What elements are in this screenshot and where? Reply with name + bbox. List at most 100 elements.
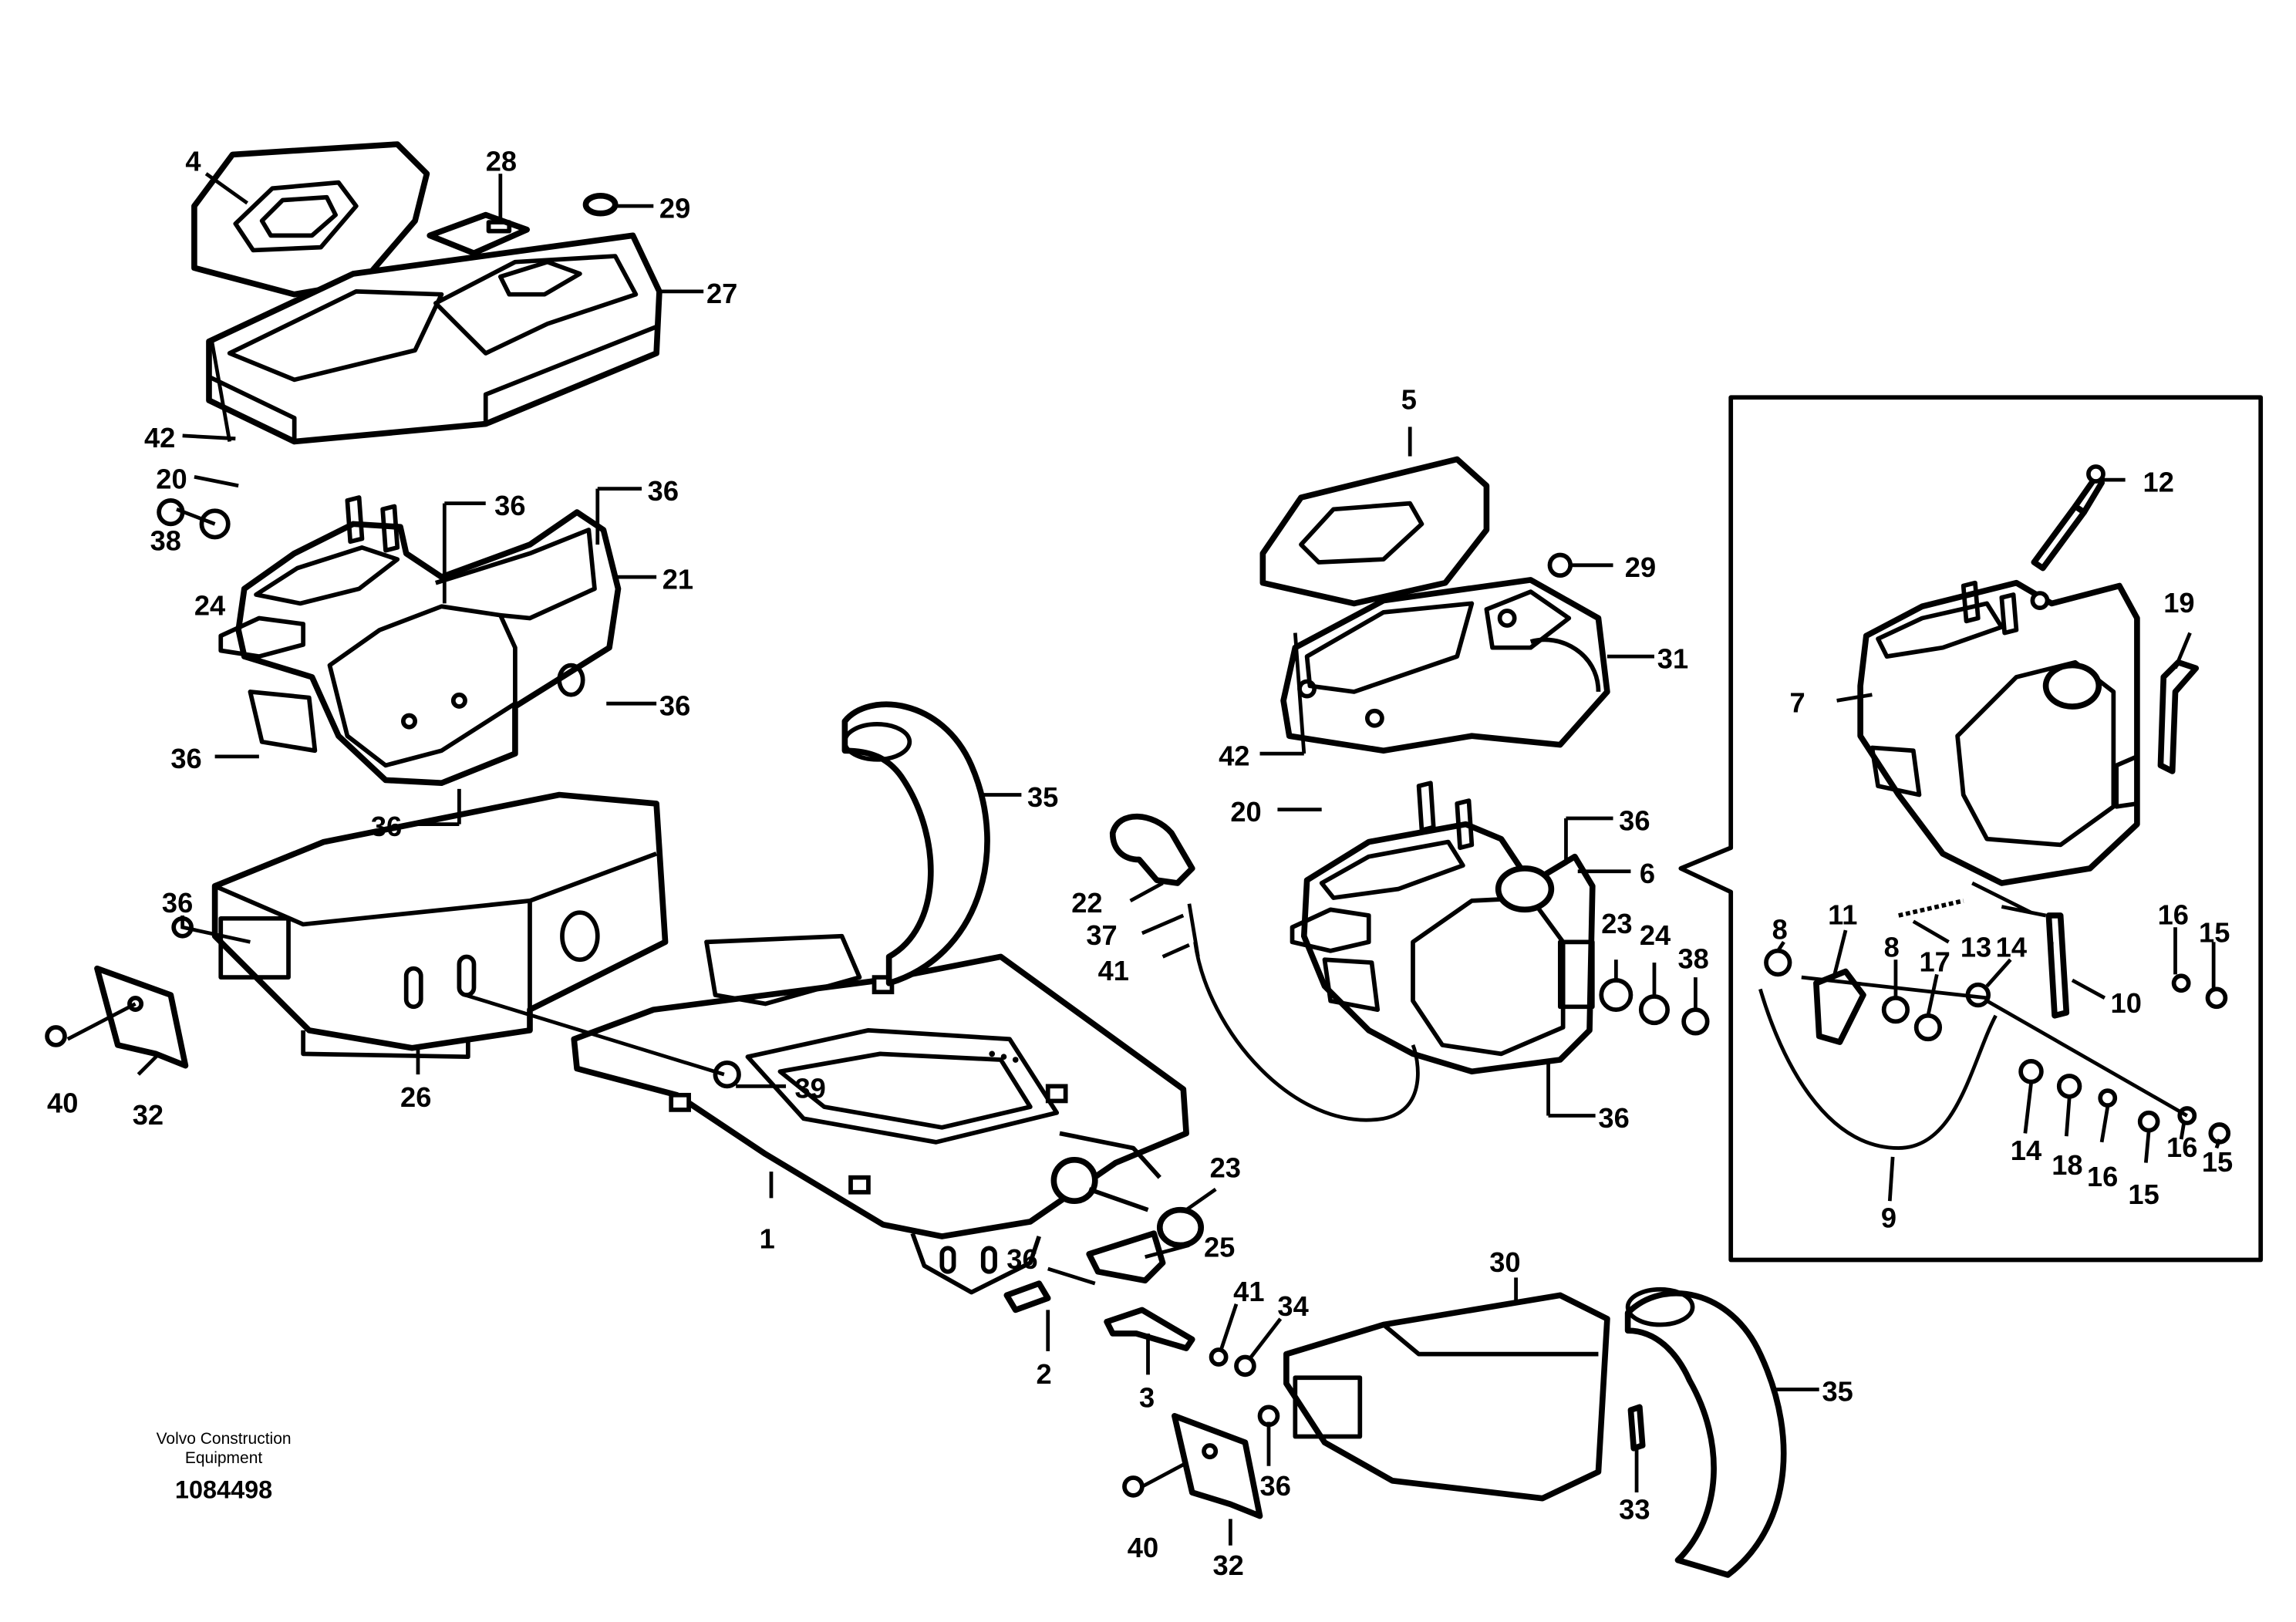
callout-18: 18 (2052, 1149, 2082, 1181)
callout-7: 7 (1790, 687, 1805, 719)
callout-8: 8 (1772, 914, 1788, 946)
detail-inset (1678, 395, 2264, 1263)
callout-40: 40 (47, 1088, 78, 1119)
callout-14: 14 (2011, 1135, 2041, 1166)
callout-42: 42 (144, 422, 175, 454)
callout-32: 32 (133, 1099, 164, 1131)
part-14-washer-b (2018, 1059, 2044, 1084)
part-2-bolt (1003, 1280, 1051, 1313)
callout-26: 26 (400, 1081, 431, 1113)
callout-25: 25 (1204, 1232, 1235, 1263)
callout-2: 2 (1036, 1358, 1051, 1390)
callout-36: 36 (162, 887, 193, 919)
callout-36: 36 (494, 490, 525, 521)
callout-33: 33 (1619, 1493, 1650, 1525)
callout-13: 13 (1961, 931, 1991, 963)
callout-15: 15 (2199, 916, 2230, 948)
callout-23: 23 (1601, 908, 1632, 939)
callout-39: 39 (795, 1073, 826, 1104)
callout-16: 16 (2166, 1131, 2197, 1163)
part-31-console-housing (1280, 577, 1610, 754)
callout-36: 36 (1598, 1102, 1629, 1134)
callout-19: 19 (2163, 587, 2194, 619)
callout-6: 6 (1640, 858, 1655, 889)
callout-12: 12 (2143, 466, 2174, 497)
callout-9: 9 (1881, 1202, 1896, 1234)
callouts: 4 28 29 27 42 20 38 24 36 36 21 36 36 36… (47, 145, 2233, 1581)
part-35-duct-center (841, 701, 990, 986)
part-27-console-housing (206, 232, 663, 445)
part-16-washer-b (2098, 1088, 2118, 1108)
callout-29: 29 (659, 192, 690, 224)
callout-3: 3 (1139, 1381, 1155, 1413)
callout-36: 36 (371, 811, 402, 842)
callout-22: 22 (1071, 887, 1102, 919)
callout-16: 16 (2158, 899, 2189, 930)
drawing-number: 1084498 (175, 1476, 272, 1504)
part-32-plate-right (1172, 1413, 1263, 1519)
callout-14: 14 (1996, 931, 2027, 963)
callout-40: 40 (1128, 1532, 1158, 1563)
drawing-caption: Volvo Construction Equipment 1084498 (157, 1430, 292, 1504)
part-38-bolt (1681, 1007, 1710, 1036)
callout-21: 21 (663, 563, 693, 595)
part-28-cover-plate (426, 211, 531, 257)
part-9-cable (1758, 988, 1998, 1150)
part-17-spacer (1913, 1013, 1943, 1042)
callout-38: 38 (150, 525, 181, 557)
company-name-line2: Equipment (185, 1449, 262, 1467)
callout-16: 16 (2087, 1161, 2118, 1192)
callout-36: 36 (659, 690, 690, 721)
part-39-bolt (713, 1060, 741, 1089)
callout-15: 15 (2202, 1146, 2233, 1178)
part-3-bolt (1104, 1307, 1195, 1351)
callout-36: 36 (1006, 1243, 1037, 1275)
callout-24: 24 (194, 590, 225, 622)
callout-32: 32 (1212, 1549, 1243, 1581)
callout-31: 31 (1657, 642, 1688, 674)
callout-34: 34 (1277, 1290, 1308, 1322)
part-4-console-pad (191, 141, 430, 298)
part-35-duct-right (1624, 1286, 1787, 1578)
callout-4: 4 (185, 145, 201, 177)
callout-42: 42 (1219, 740, 1249, 771)
part-1-mounting-frame (571, 933, 1189, 1295)
callout-29: 29 (1625, 551, 1656, 583)
part-40-screw-b (1122, 1475, 1145, 1498)
callout-36: 36 (648, 475, 679, 507)
callout-27: 27 (706, 278, 737, 309)
part-40-screw-a (45, 1025, 67, 1047)
part-8-bushing-b (1881, 995, 1910, 1024)
part-21-bracket-assembly (218, 495, 622, 787)
company-name-line1: Volvo Construction (157, 1430, 292, 1448)
callout-17: 17 (1919, 946, 1950, 978)
callout-8: 8 (1884, 931, 1900, 963)
part-24-washer (1638, 994, 1671, 1026)
callout-20: 20 (1230, 796, 1261, 828)
callout-37: 37 (1086, 919, 1117, 951)
callout-41: 41 (1233, 1276, 1264, 1307)
part-30-lower-cover-right (1283, 1292, 1610, 1502)
callout-11: 11 (1828, 899, 1857, 930)
part-23-bushing-lower (1156, 1206, 1205, 1249)
callout-36: 36 (170, 743, 201, 774)
callout-20: 20 (156, 464, 187, 495)
part-15-nut-a (2205, 986, 2228, 1010)
part-15-nut-b (2137, 1110, 2160, 1133)
callout-36: 36 (1619, 804, 1650, 836)
part-11-lever (1813, 968, 1866, 1045)
callout-30: 30 (1489, 1246, 1520, 1278)
cable-left (1187, 903, 1420, 1122)
part-34-nut (1234, 1354, 1256, 1378)
part-29-plug (582, 193, 619, 217)
callout-23: 23 (1210, 1152, 1241, 1184)
callout-24: 24 (1640, 919, 1671, 951)
part-8-bushing-a (1764, 948, 1792, 977)
part-38-bolt-left (157, 497, 185, 527)
part-32-plate-left (94, 965, 189, 1069)
callout-10: 10 (2111, 987, 2142, 1019)
callout-5: 5 (1401, 384, 1417, 416)
callout-36: 36 (1260, 1470, 1291, 1502)
part-12-gas-spring (2030, 464, 2106, 611)
